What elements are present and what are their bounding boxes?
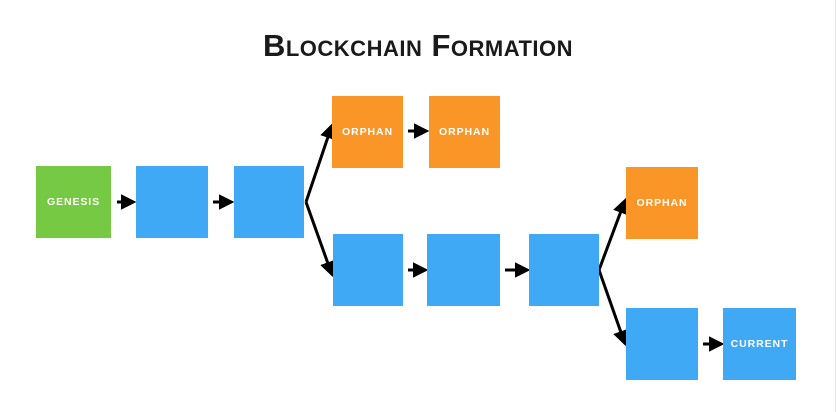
block-main-6[interactable] xyxy=(626,308,698,380)
block-label: ORPHAN xyxy=(636,196,688,209)
arrow-fork-down-main6 xyxy=(597,269,628,347)
block-orphan-top-1[interactable]: ORPHAN xyxy=(332,96,403,168)
arrow-fork-up-orphan xyxy=(304,122,336,203)
block-label: CURRENT xyxy=(730,337,789,350)
block-main-2[interactable] xyxy=(234,166,304,238)
block-label: ORPHAN xyxy=(439,125,490,138)
block-main-1[interactable] xyxy=(136,166,208,238)
block-label: ORPHAN xyxy=(342,125,393,138)
page-title: Blockchain Formation xyxy=(262,28,574,63)
block-current[interactable]: CURRENT xyxy=(723,308,796,380)
block-orphan-right[interactable]: ORPHAN xyxy=(626,167,698,239)
arrow-fork-up-orphanR xyxy=(597,197,628,271)
block-main-5[interactable] xyxy=(529,234,599,306)
block-label: GENESIS xyxy=(47,195,100,208)
block-orphan-top-2[interactable]: ORPHAN xyxy=(429,96,500,168)
block-main-3[interactable] xyxy=(333,234,403,306)
block-main-4[interactable] xyxy=(427,234,500,306)
arrow-fork-down-main3 xyxy=(304,201,335,278)
block-genesis[interactable]: GENESIS xyxy=(36,166,111,238)
